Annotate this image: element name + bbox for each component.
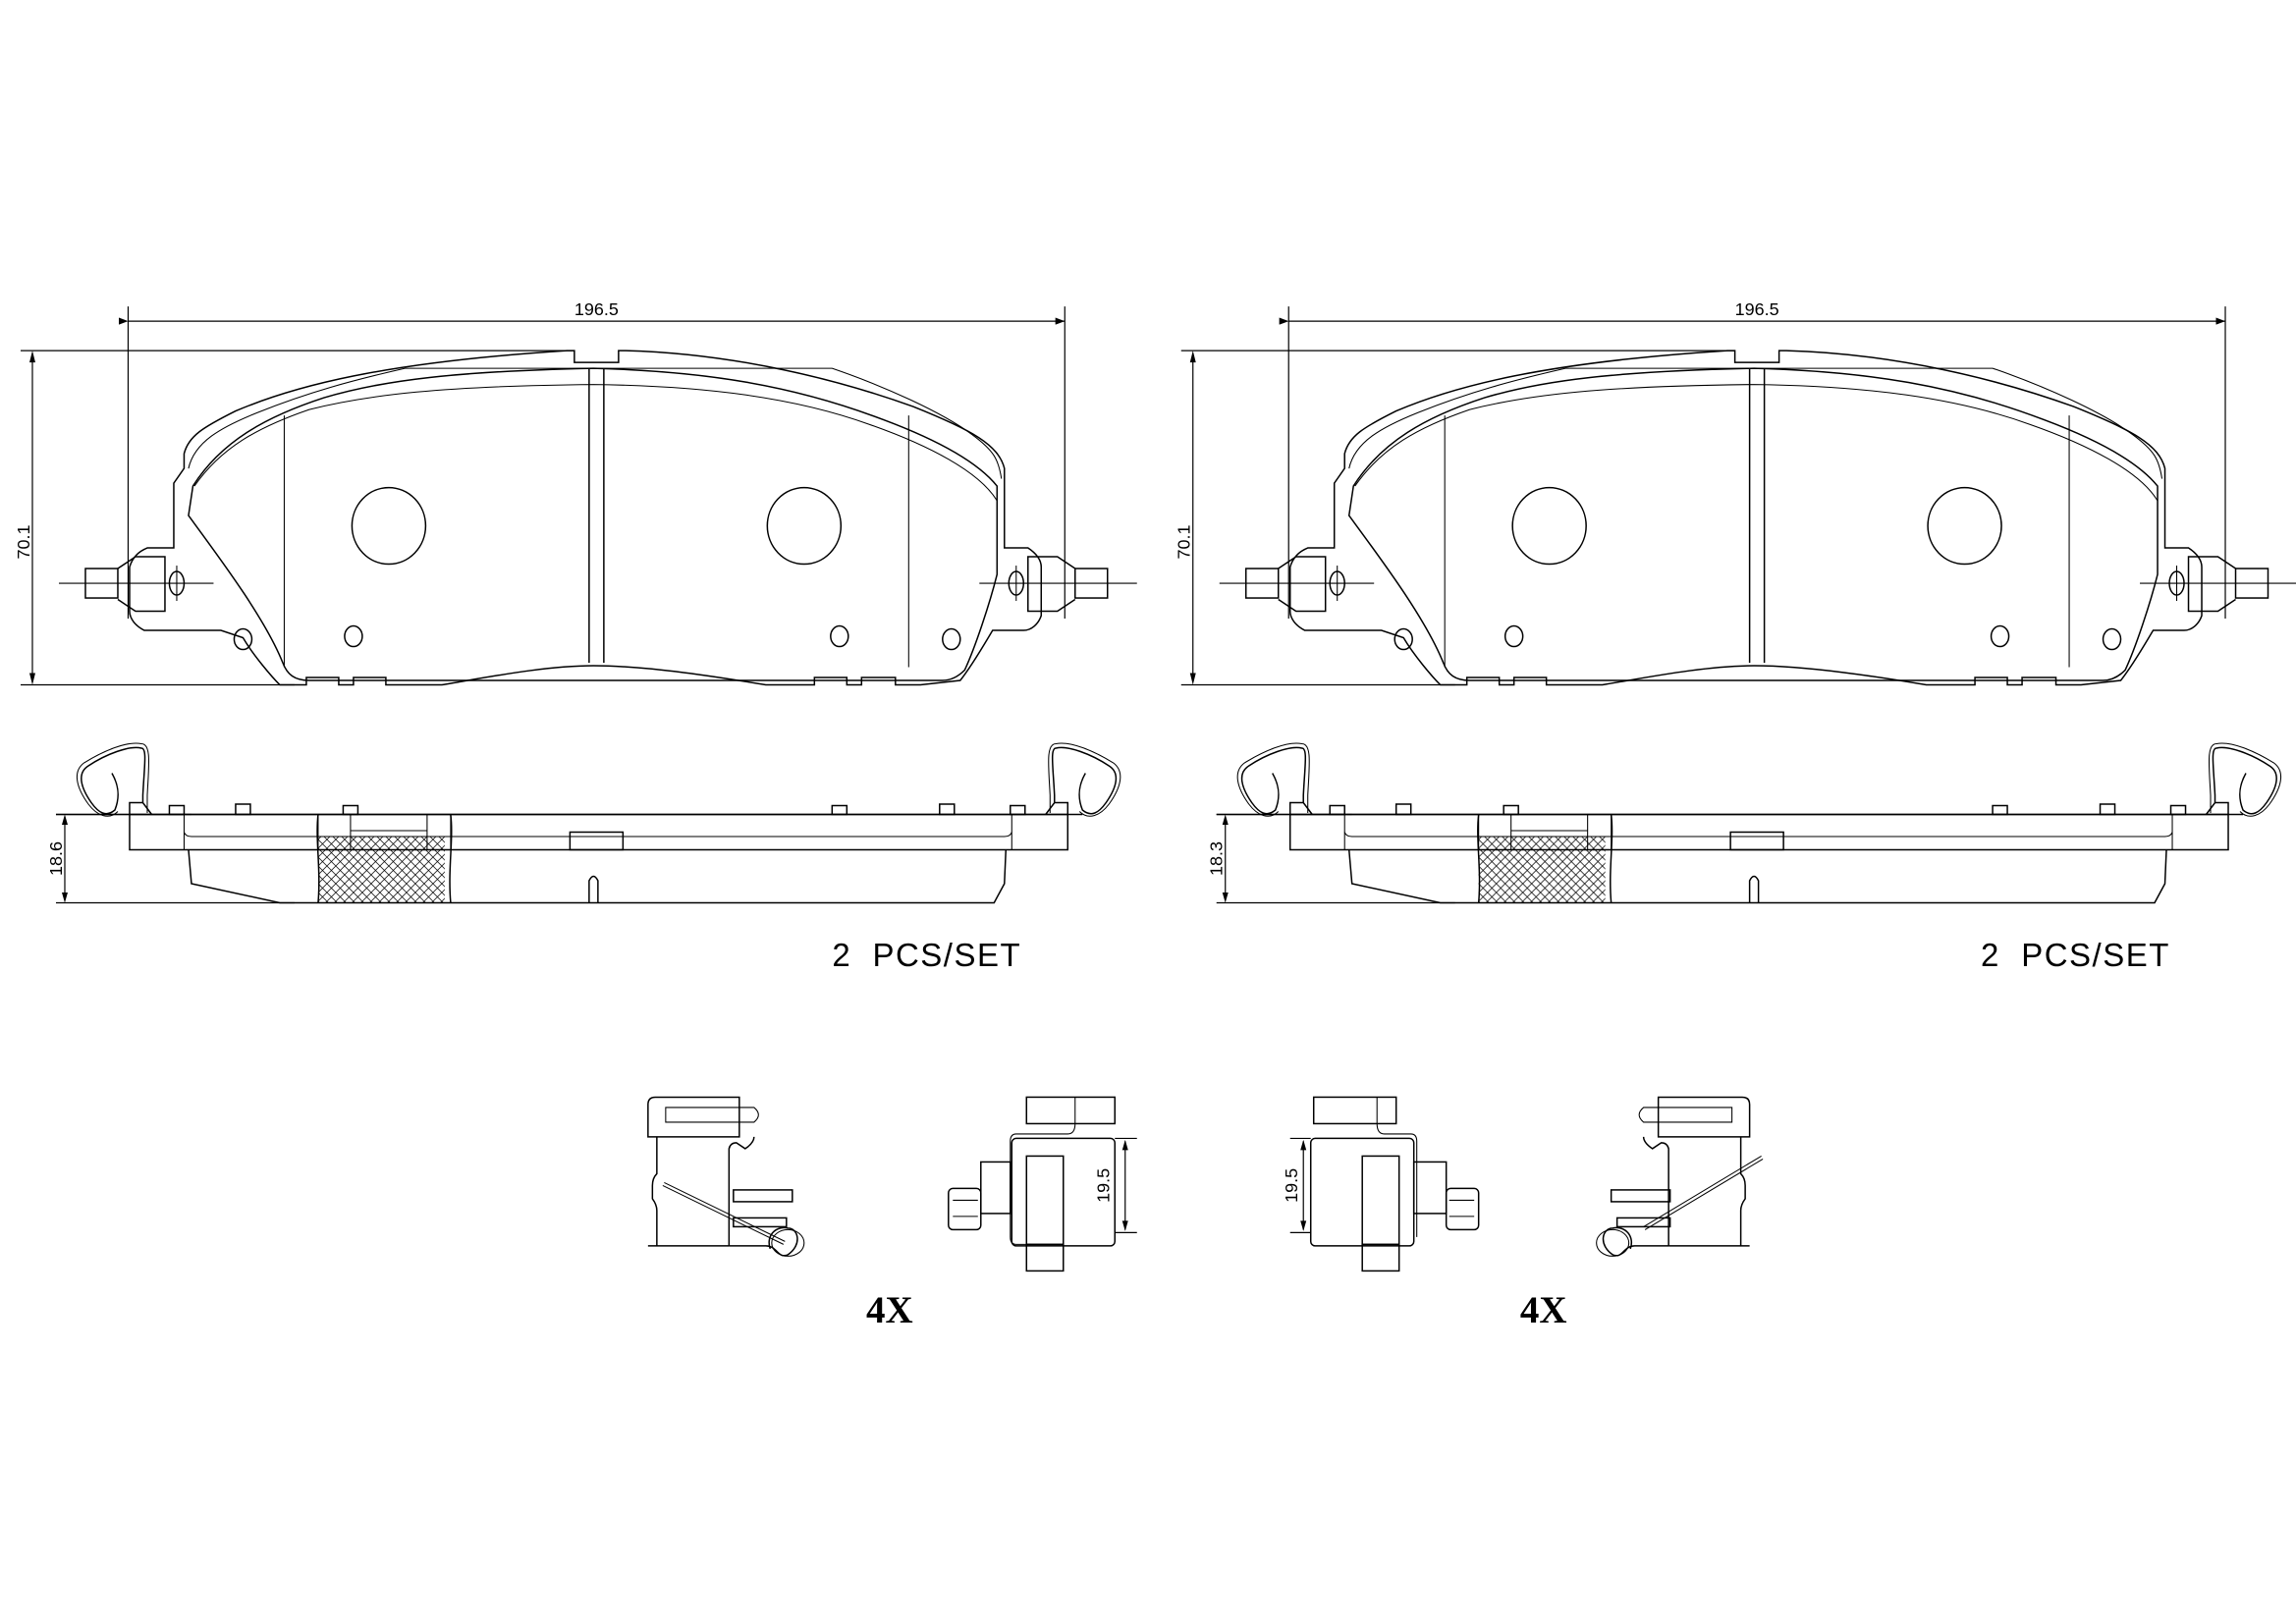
- right-pad-set-note: 2 PCS/SET: [1981, 937, 2170, 973]
- left-pad-thickness-dim: 18.6: [46, 841, 66, 876]
- clip-b-height-dim: 19.5: [1282, 1168, 1301, 1203]
- clip-b-quantity: 4X: [1520, 1289, 1567, 1331]
- right-pad-thickness-dim: 18.3: [1207, 841, 1227, 876]
- clip-side-view-b: [1596, 1096, 1764, 1257]
- right-pad-width-dim: 196.5: [1735, 299, 1779, 319]
- left-pad-height-dim: 70.1: [14, 525, 33, 560]
- clip-a-height-dim: 19.5: [1093, 1168, 1113, 1203]
- left-pad-front-view: 196.5 70.1: [14, 299, 1137, 686]
- left-pad-set-note: 2 PCS/SET: [832, 937, 1021, 973]
- right-pad-side-view: 18.3 2 PCS/SET: [1207, 742, 2282, 973]
- clip-a-quantity: 4X: [866, 1289, 913, 1331]
- left-pad-width-dim: 196.5: [574, 299, 619, 319]
- clip-front-view-b: 19.5: [1282, 1096, 1480, 1272]
- clip-side-view-a: [647, 1096, 805, 1257]
- clip-front-view-a: 19.5: [948, 1096, 1137, 1272]
- right-pad-height-dim: 70.1: [1175, 525, 1194, 560]
- left-pad-side-view: 18.6 2 PCS/SET: [46, 742, 1121, 973]
- right-pad-front-view: 196.5 70.1: [1175, 299, 2296, 686]
